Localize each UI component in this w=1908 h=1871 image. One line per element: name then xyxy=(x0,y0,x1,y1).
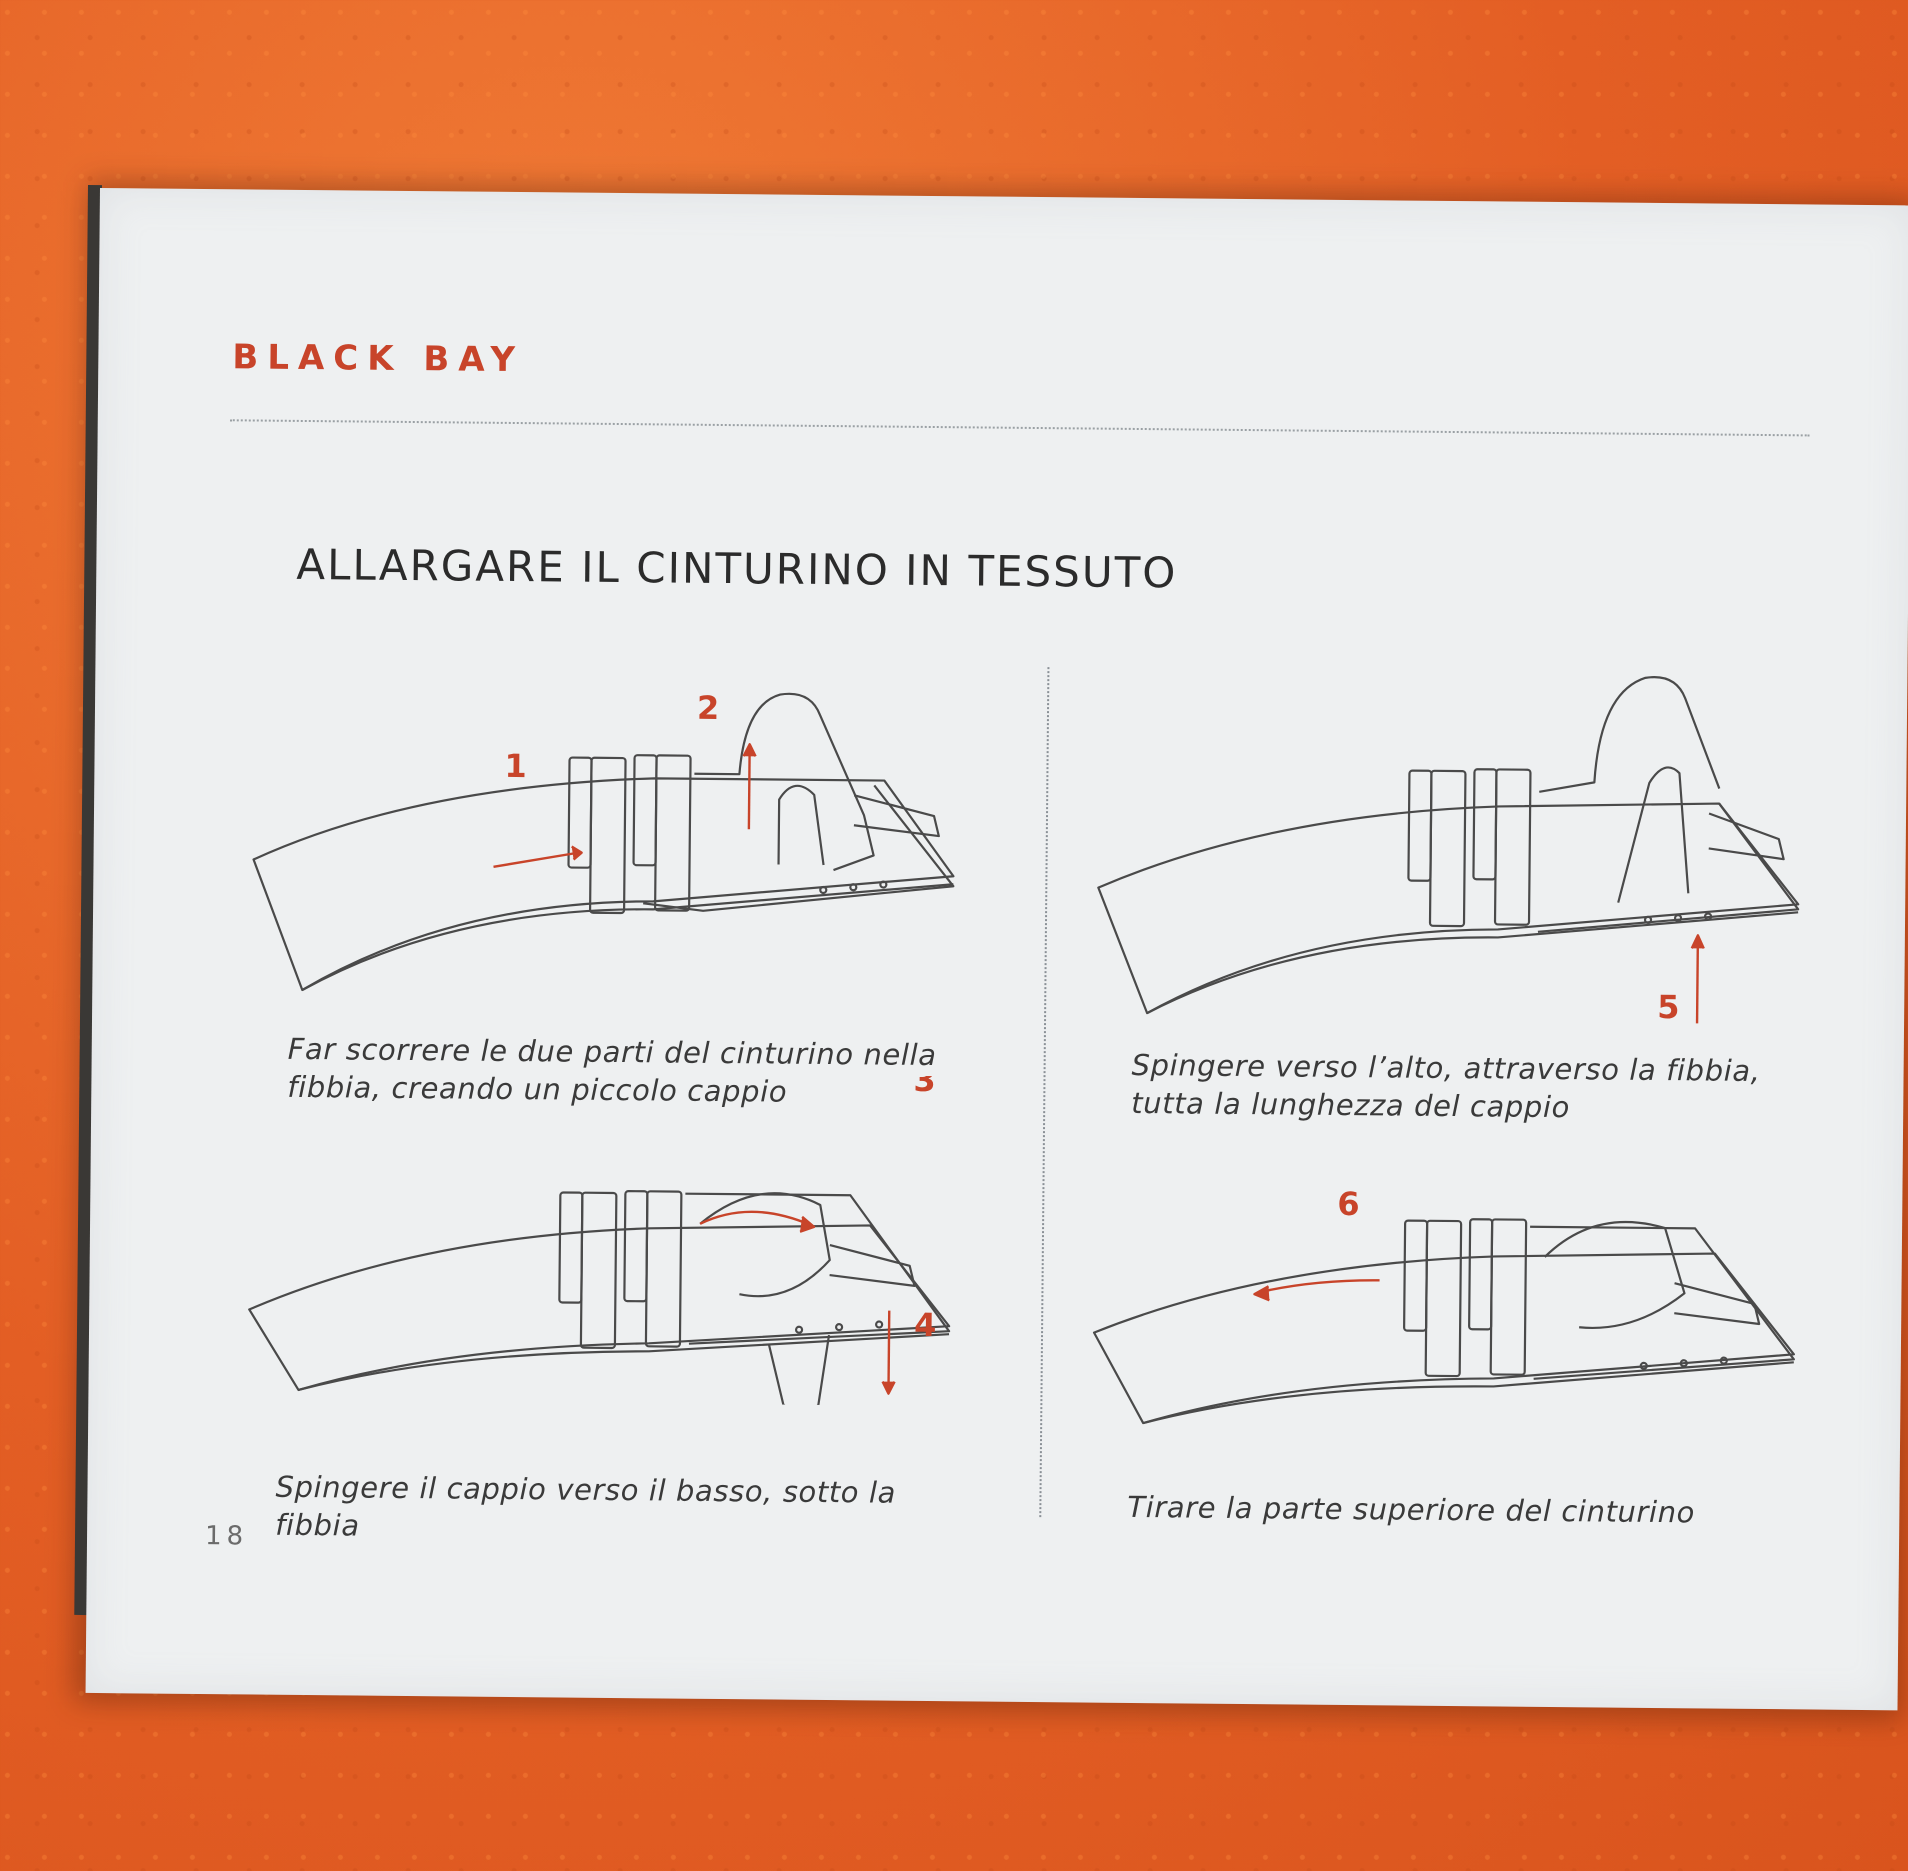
step-4-number: 4 xyxy=(914,1306,937,1344)
illustration-step-5: 5 xyxy=(1077,657,1841,1034)
keeper-1-side xyxy=(1428,769,1467,928)
buckle-tongue xyxy=(853,794,940,838)
illustration-steps-1-2: 1 2 xyxy=(232,659,995,1016)
strap-edge xyxy=(298,1333,950,1392)
buckle-frame xyxy=(1537,802,1800,933)
arrow-5 xyxy=(1690,934,1705,1024)
long-loop xyxy=(1617,766,1690,903)
step-2-number: 2 xyxy=(697,689,720,727)
arrow-3 xyxy=(699,1210,816,1233)
strap xyxy=(252,777,955,992)
keeper-2-side xyxy=(1493,768,1532,926)
step-5-number: 5 xyxy=(1657,988,1680,1026)
folded-loop xyxy=(699,1192,831,1298)
keeper-1-side xyxy=(588,756,627,915)
step-1-number: 1 xyxy=(504,747,527,785)
keeper-2 xyxy=(623,1190,649,1303)
page-title: ALLARGARE IL CINTURINO IN TESSUTO xyxy=(296,539,1178,598)
buckle-frame xyxy=(1530,1225,1795,1380)
buckle-tongue xyxy=(829,1243,916,1287)
strap xyxy=(1092,1252,1795,1425)
strap-edge xyxy=(301,883,954,991)
keeper-1-side xyxy=(579,1191,618,1350)
keeper-2 xyxy=(1468,1218,1494,1331)
buckle-tongue xyxy=(1708,812,1785,861)
folded-strap xyxy=(1544,1220,1686,1329)
caption-step-3-4: Spingere il cappio verso il basso, sotto… xyxy=(275,1469,897,1543)
raised-strap xyxy=(694,692,875,872)
header-rule xyxy=(229,419,1810,437)
keeper-2-side xyxy=(644,1190,683,1348)
keeper-1 xyxy=(1407,769,1433,882)
column-divider xyxy=(1039,667,1050,1518)
buckle-frame xyxy=(643,784,955,912)
buckle-tongue xyxy=(1674,1282,1761,1326)
step-3-number: 3 xyxy=(913,1069,936,1099)
arrow-4 xyxy=(881,1310,896,1395)
keeper-2-side xyxy=(1489,1218,1528,1376)
loop xyxy=(777,784,825,866)
strap-edge xyxy=(1142,1361,1794,1425)
arrow-2 xyxy=(742,743,757,830)
step-6-number: 6 xyxy=(1337,1185,1360,1223)
illustration-step-6: 6 xyxy=(1073,1112,1836,1439)
illustration-steps-3-4: 3 4 xyxy=(228,1069,991,1407)
keeper-1 xyxy=(558,1191,584,1304)
strap xyxy=(1097,802,1800,1015)
brand-header: BLACK BAY xyxy=(232,337,525,381)
hanging-loop xyxy=(767,1334,831,1407)
keeper-1-side xyxy=(1424,1219,1463,1378)
raised-strap xyxy=(1539,676,1721,793)
keeper-2 xyxy=(1472,768,1498,881)
manual-page: BLACK BAY ALLARGARE IL CINTURINO IN TESS… xyxy=(85,188,1908,1711)
arrow-1 xyxy=(493,845,583,868)
page-number: 18 xyxy=(204,1521,249,1552)
strap-edge xyxy=(1146,911,1799,1015)
caption-step-6: Tirare la parte superiore del cinturino xyxy=(1127,1489,1696,1530)
keeper-1 xyxy=(1403,1219,1429,1332)
keeper-2 xyxy=(632,754,658,867)
arrow-6 xyxy=(1253,1279,1380,1302)
keeper-2-side xyxy=(654,754,692,912)
strap xyxy=(248,1224,951,1392)
